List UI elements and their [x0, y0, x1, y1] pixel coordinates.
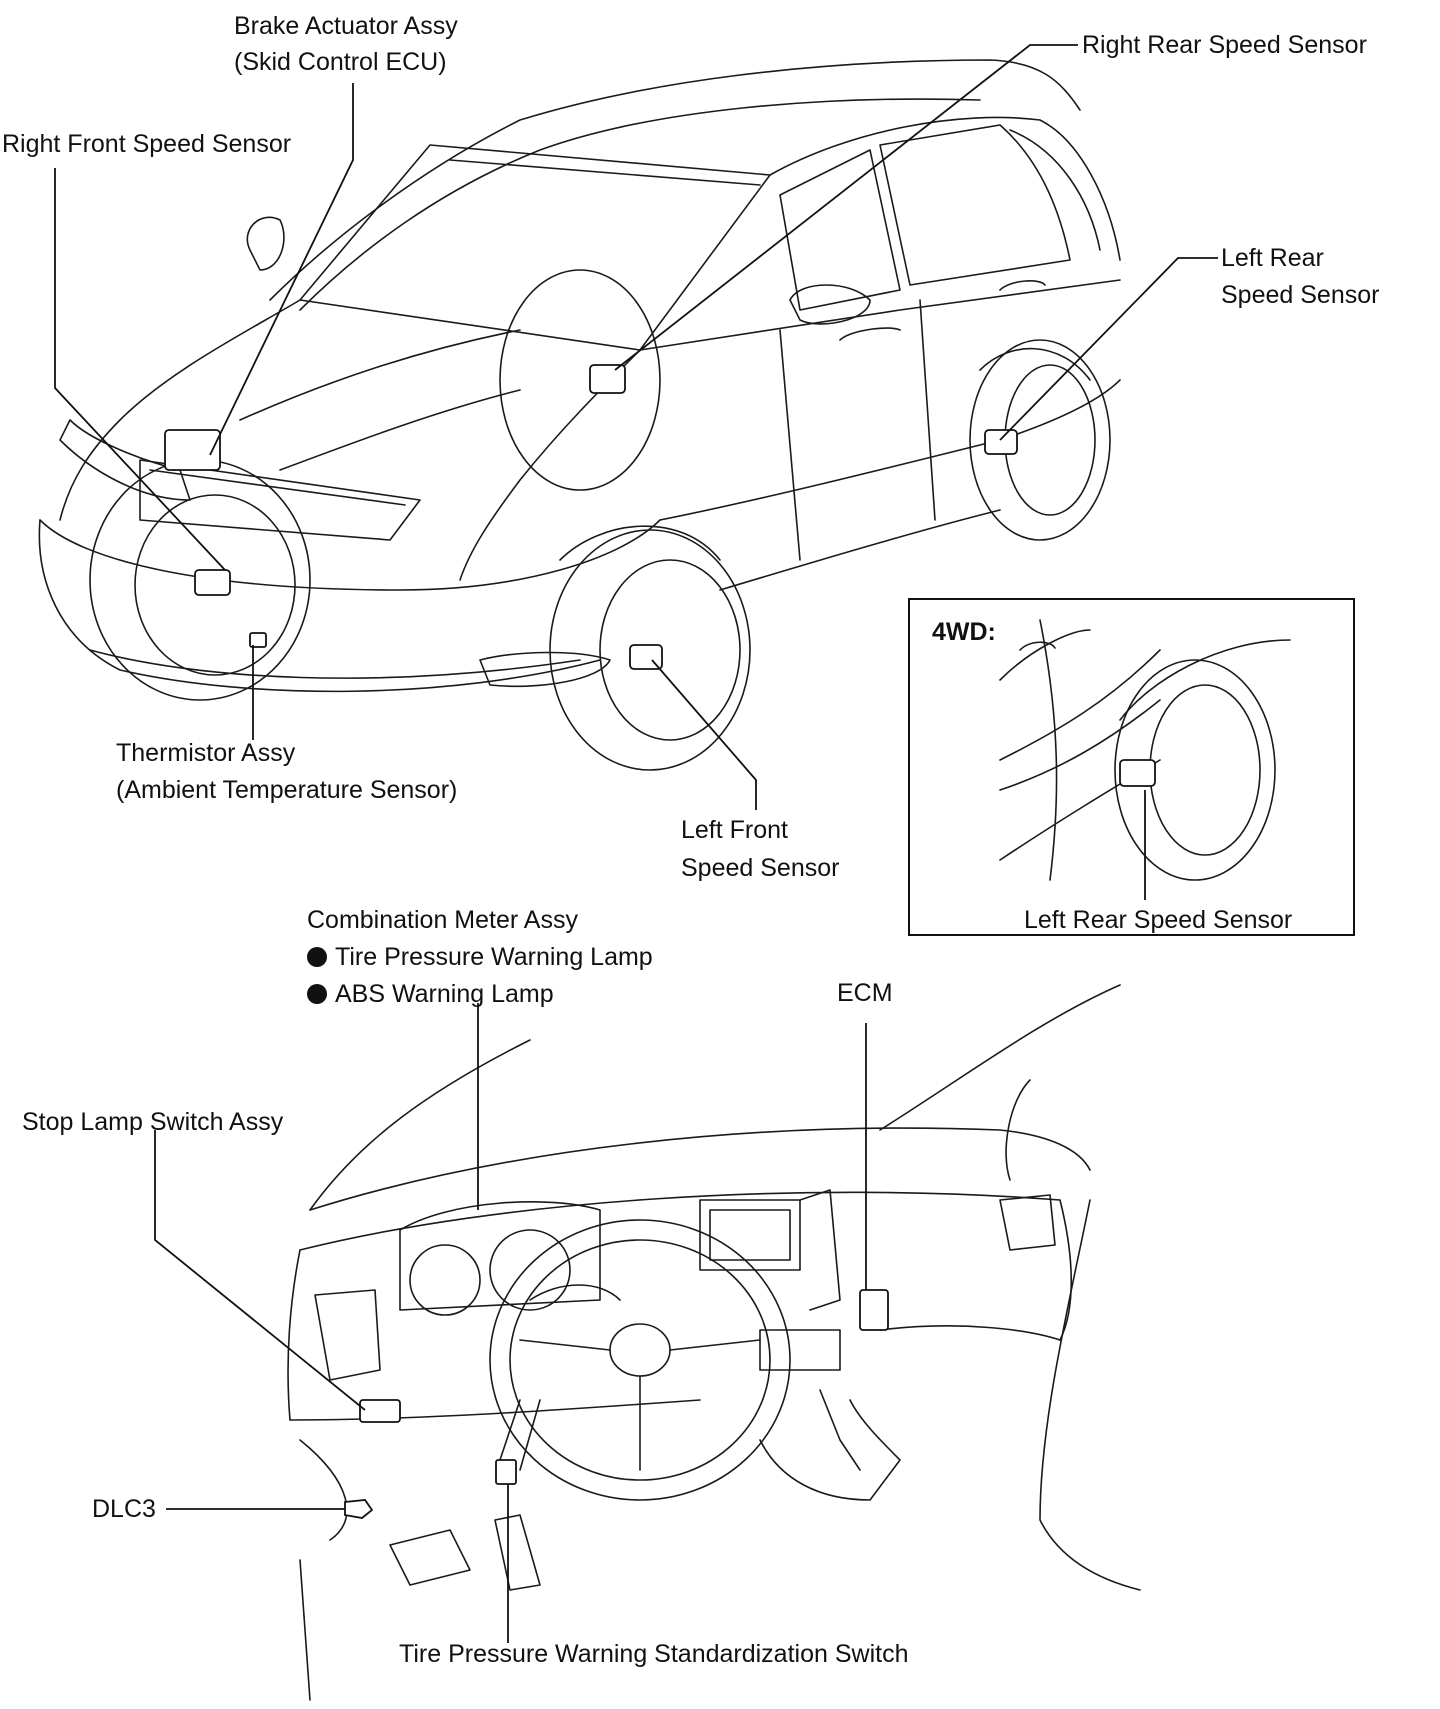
label-stop-lamp-switch: Stop Lamp Switch Assy [22, 1108, 284, 1136]
inset-4wd [908, 598, 1355, 936]
label-brake-actuator: Brake Actuator Assy [234, 12, 458, 40]
tpw-switch-part [495, 1459, 517, 1485]
inset-frame [908, 598, 1355, 936]
label-ecm: ECM [837, 979, 893, 1007]
label-right-front-speed-sensor: Right Front Speed Sensor [2, 130, 292, 158]
abs-lamp-text: ABS Warning Lamp [335, 980, 554, 1008]
leader-lines-interior [154, 1003, 867, 1643]
leader-lines-exterior [54, 44, 1218, 810]
tire-pressure-lamp-text: Tire Pressure Warning Lamp [335, 943, 653, 971]
right-front-sensor-part [194, 569, 231, 596]
vehicle-illustration [38, 59, 1121, 771]
label-tpw-standardization-switch: Tire Pressure Warning Standardization Sw… [399, 1640, 909, 1668]
inset-sensor-part [1119, 759, 1156, 787]
label-left-front-line2: Speed Sensor [681, 854, 840, 882]
label-skid-control-ecu: (Skid Control ECU) [234, 48, 447, 76]
ecm-part [859, 1289, 889, 1331]
label-combination-meter: Combination Meter Assy [307, 906, 578, 934]
label-thermistor: Thermistor Assy [116, 739, 296, 767]
label-left-rear-line2: Speed Sensor [1221, 281, 1380, 309]
label-ambient-temp-sensor: (Ambient Temperature Sensor) [116, 776, 458, 804]
label-right-rear-speed-sensor: Right Rear Speed Sensor [1082, 31, 1367, 59]
sensor-parts [164, 364, 1018, 670]
label-left-rear-line1: Left Rear [1221, 244, 1324, 272]
right-rear-sensor-part [589, 364, 626, 394]
label-abs-warning-lamp: ABS Warning Lamp [307, 976, 554, 1012]
interior-illustration [287, 984, 1141, 1701]
label-dlc3: DLC3 [92, 1495, 156, 1523]
label-inset-left-rear-speed-sensor: Left Rear Speed Sensor [1024, 906, 1293, 934]
label-left-front-line1: Left Front [681, 816, 788, 844]
brake-actuator-part [164, 429, 221, 471]
label-tire-pressure-warning-lamp: Tire Pressure Warning Lamp [307, 939, 653, 975]
dlc3-part [344, 1499, 374, 1519]
label-inset-4wd: 4WD: [932, 618, 996, 646]
stop-lamp-switch-part [359, 1399, 401, 1423]
thermistor-part [249, 632, 267, 648]
left-rear-sensor-part [984, 429, 1018, 455]
